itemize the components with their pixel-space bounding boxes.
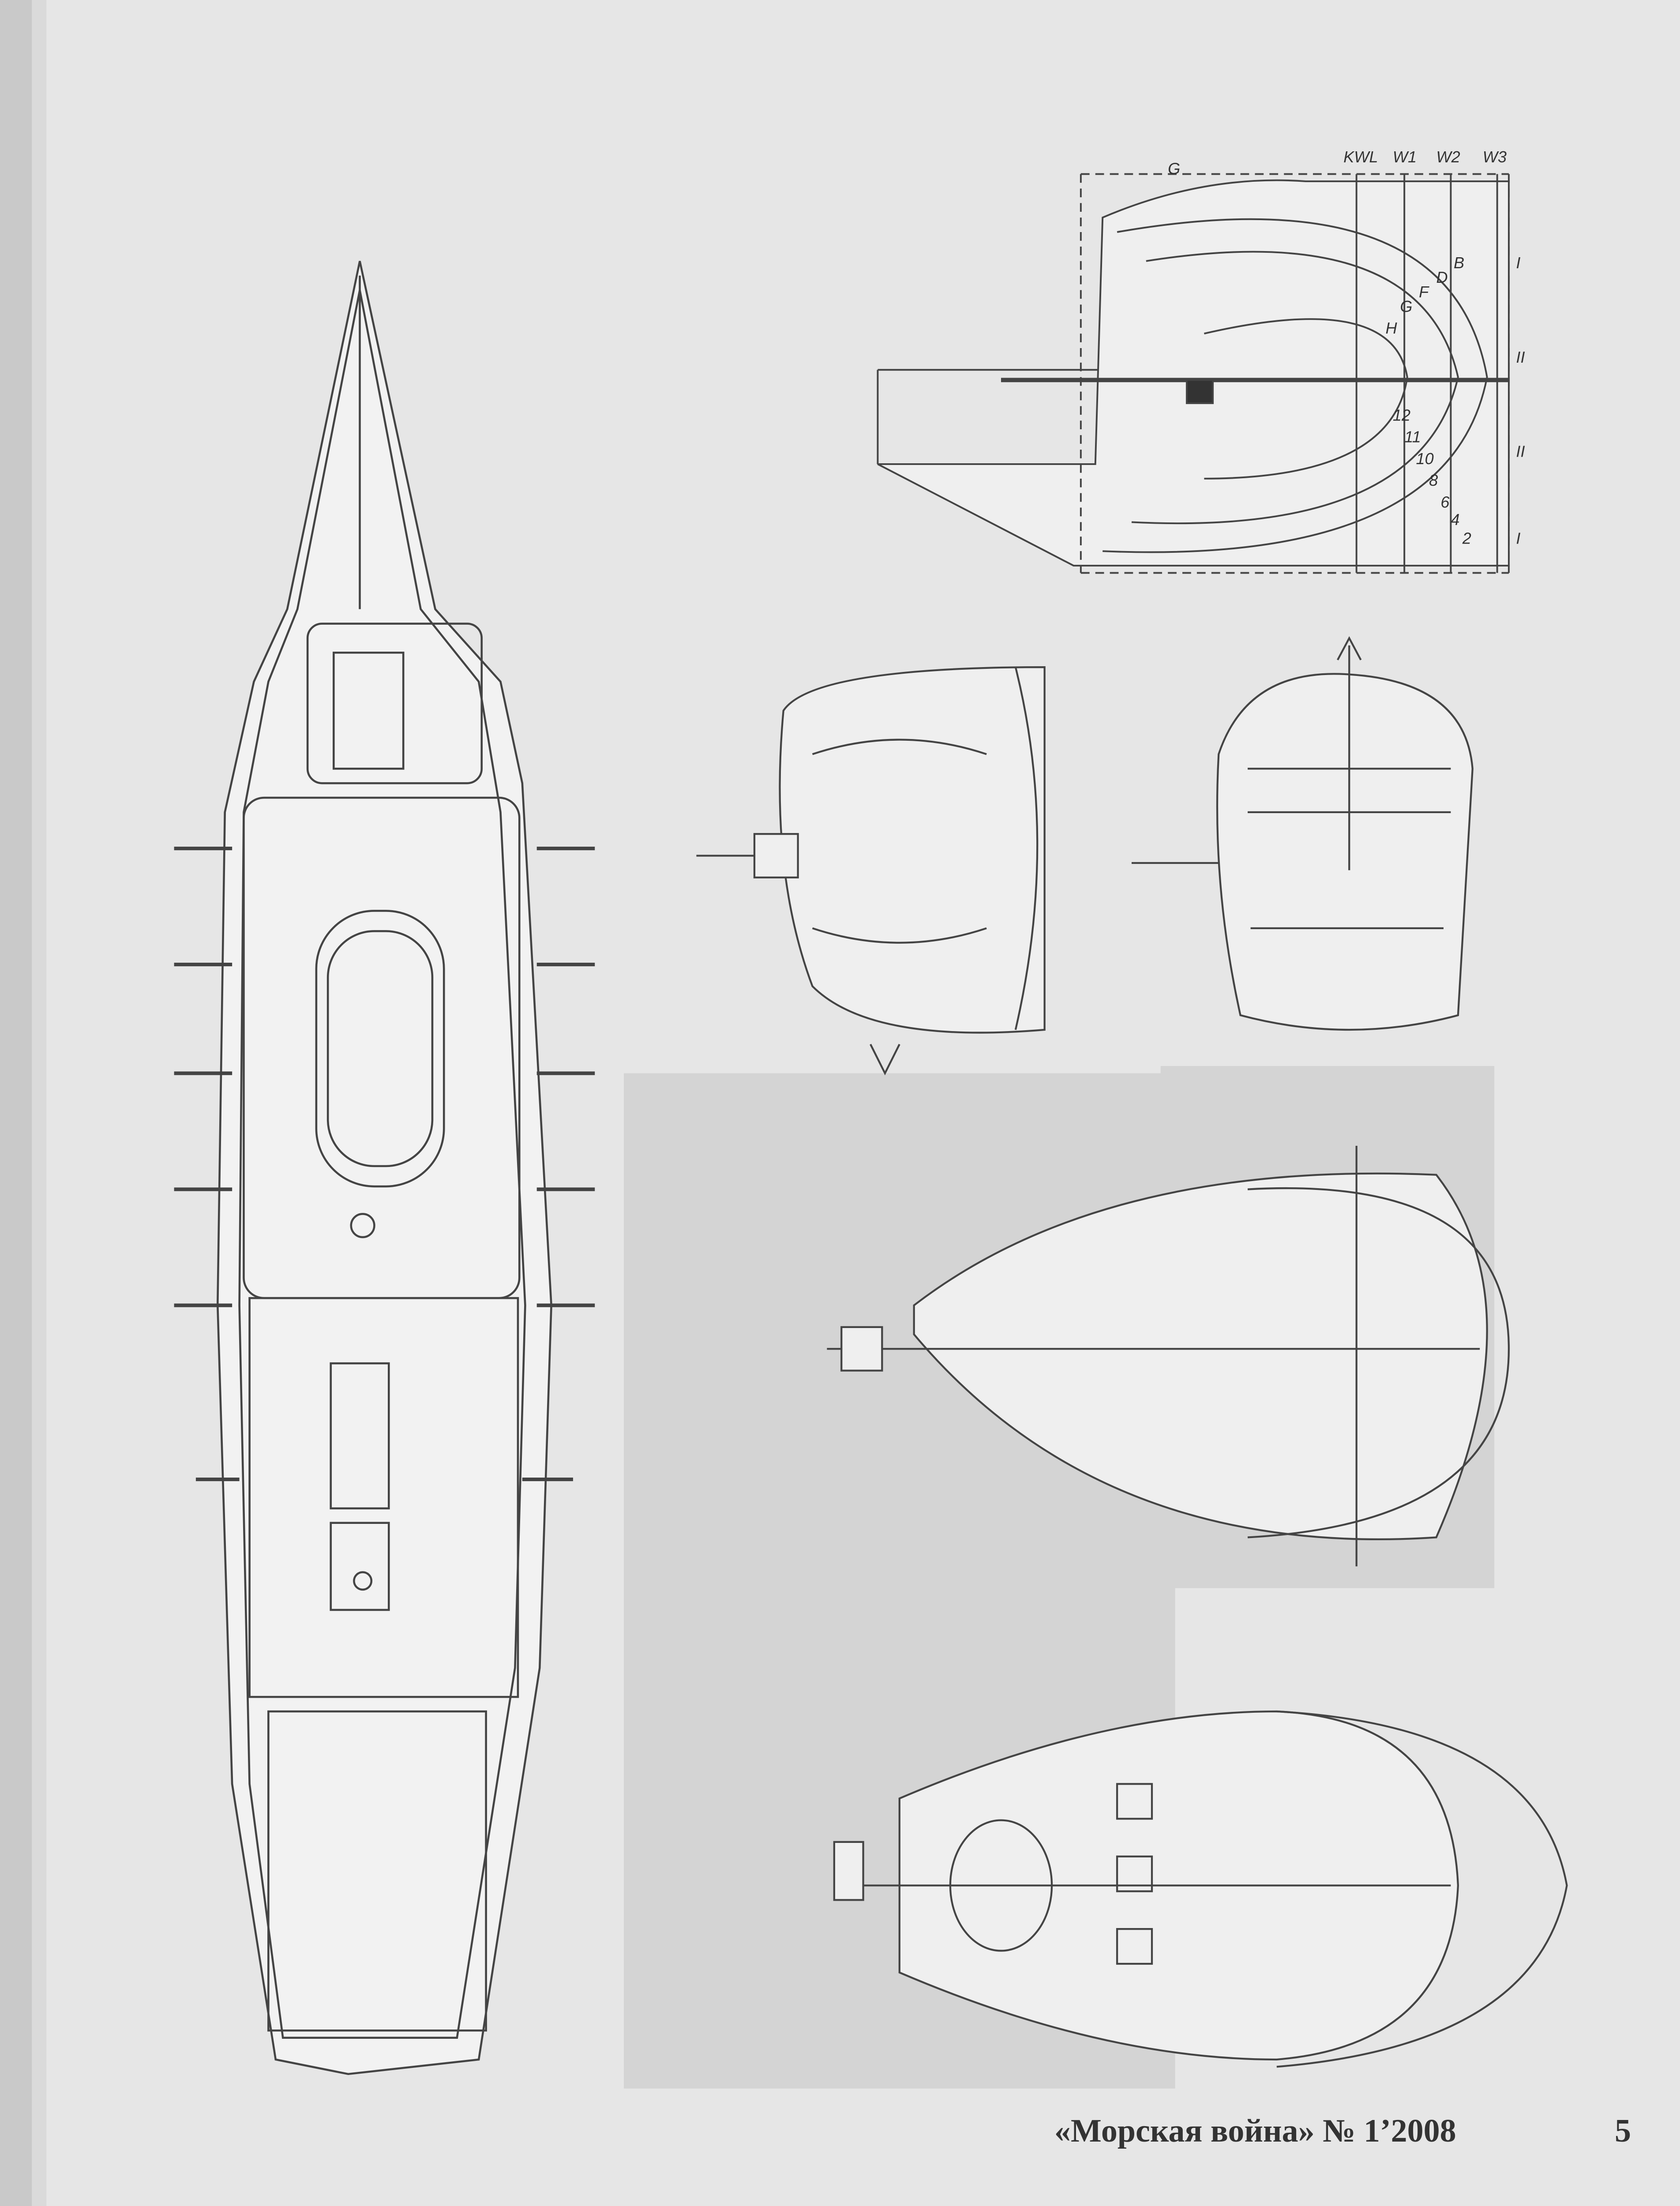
frame-label: 10 [1416, 450, 1434, 468]
label-station: II [1516, 348, 1525, 366]
frame-label: D [1436, 268, 1448, 286]
magazine-footer-title: «Морская война» № 1’2008 [1054, 2113, 1456, 2149]
label-station: II [1516, 443, 1525, 461]
frame-label: 12 [1393, 406, 1410, 424]
frame-label: 8 [1429, 471, 1438, 489]
frame-label: 4 [1451, 510, 1459, 529]
frame-label: G [1400, 297, 1412, 315]
deck-plan-drawing [174, 261, 595, 2075]
label-g: G [1168, 159, 1180, 177]
frame-label: 2 [1462, 529, 1471, 548]
label-w2: W2 [1436, 148, 1460, 166]
stern-view-drawing [696, 666, 1046, 1076]
body-plan-labels: G KWL W1 W2 W3 I II II I H G F D B 12 11… [1168, 148, 1525, 548]
page-number: 5 [1615, 2113, 1631, 2149]
frame-label: F [1419, 283, 1429, 301]
section-view-drawing [827, 1145, 1510, 1567]
binding-edge [0, 0, 32, 2206]
label-w1: W1 [1393, 148, 1417, 166]
frame-label: H [1385, 319, 1397, 337]
label-station: I [1516, 529, 1520, 548]
frame-label: 6 [1440, 493, 1450, 511]
label-kwl: KWL [1343, 148, 1378, 166]
frame-label: 11 [1404, 428, 1421, 446]
stern-gallery-drawing [833, 1710, 1568, 2068]
label-w3: W3 [1483, 148, 1507, 166]
body-plan-drawing [877, 173, 1510, 574]
bow-view-drawing [1131, 636, 1474, 1031]
label-station: I [1516, 254, 1520, 272]
frame-label: B [1454, 254, 1464, 272]
